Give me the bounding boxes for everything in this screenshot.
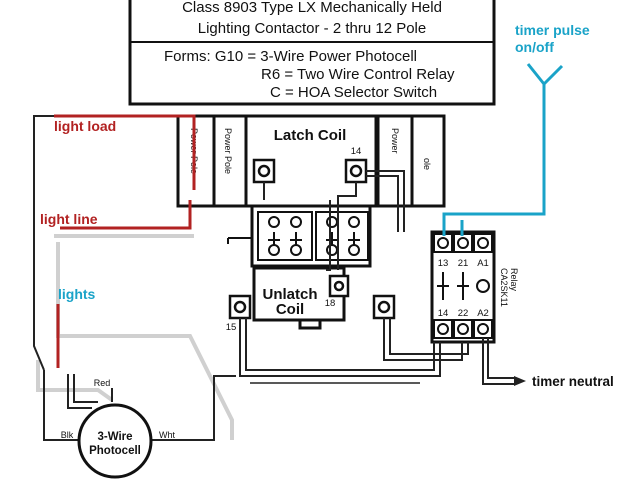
header-form-r6: R6 = Two Wire Control Relay (261, 66, 455, 83)
photocell (77, 403, 153, 479)
timer-pulse-label-line2: on/off (515, 39, 554, 55)
photocell-red-label: Red (94, 378, 111, 388)
relay-terminal-14: 14 (438, 308, 449, 319)
lights-label: lights (58, 286, 96, 302)
contactor-screw-terminals (228, 158, 396, 320)
header-box: Class 8903 Type LX Mechanically Held Lig… (128, 0, 496, 106)
header-form-c: C = HOA Selector Switch (270, 84, 437, 101)
relay-caption-label: Relay (509, 268, 519, 292)
header-title-line2: Lighting Contactor - 2 thru 12 Pole (198, 20, 426, 37)
light-load-label: light load (54, 118, 116, 134)
relay-terminal-22: 22 (458, 308, 469, 319)
timer-neutral-label: timer neutral (532, 374, 614, 389)
timer-pulse-label-line1: timer pulse (515, 22, 590, 38)
latch-coil-label: Latch Coil (274, 127, 347, 144)
unlatch-coil-label-line2: Coil (276, 301, 304, 318)
relay-body (430, 230, 496, 344)
relay-model-label: CA2SK11 (499, 268, 509, 307)
photocell-label-line1: 3-Wire (97, 431, 132, 443)
photocell-label-line2: Photocell (89, 445, 141, 457)
relay-terminal-13: 13 (438, 258, 449, 269)
timer-neutral-arrow (514, 376, 526, 386)
power-pole-label-3: Power (390, 128, 400, 154)
cyan-wires (442, 63, 564, 236)
light-line-label: light line (40, 211, 98, 227)
aux-contact-block (227, 211, 369, 261)
terminal-15-label: 15 (226, 322, 237, 333)
photocell-wht-label: Wht (159, 430, 176, 440)
aux-screw-terminals (268, 216, 360, 256)
black-wires (33, 115, 514, 441)
relay-terminal-21: 21 (458, 258, 469, 269)
terminal-18-label: 18 (325, 298, 336, 309)
photocell-blk-label: Blk (61, 430, 74, 440)
header-form-g10: Forms: G10 = 3-Wire Power Photocell (164, 48, 417, 65)
power-pole-label-2: Power Pole (223, 128, 233, 174)
unlatch-coil-label-line1: Unlatch (262, 286, 317, 303)
relay-terminal-a1: A1 (477, 258, 489, 269)
red-wires (54, 114, 196, 368)
relay-terminal-a2: A2 (477, 308, 489, 319)
header-title-line1: Class 8903 Type LX Mechanically Held (182, 0, 442, 16)
power-pole-label-4: ole (422, 158, 432, 170)
terminal-14-label: 14 (351, 146, 362, 157)
